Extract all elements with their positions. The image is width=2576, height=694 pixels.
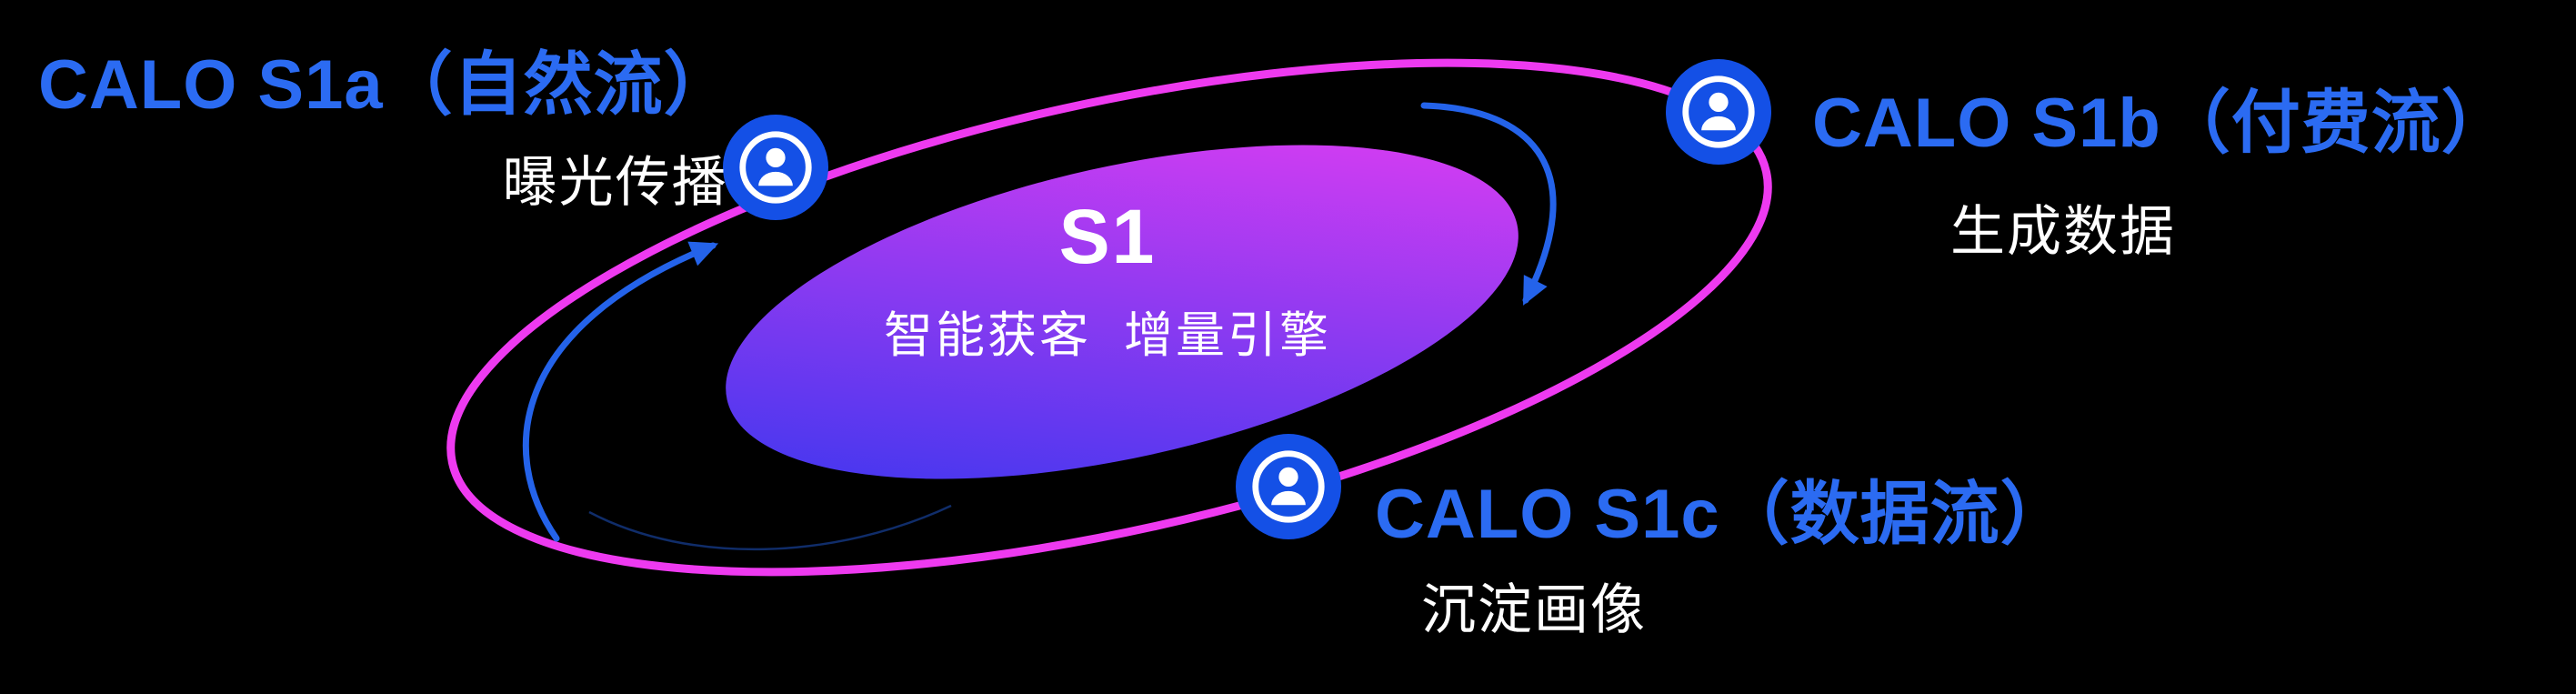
orbit-ring: [446, 58, 1772, 577]
node-label-s1c: CALO S1c（数据流）: [1375, 476, 2070, 553]
core-ellipse: [726, 145, 1519, 479]
node-sublabel-s1c: 沉淀画像: [1421, 579, 1647, 640]
core-subtitle: 智能获客 增量引擎: [883, 308, 1332, 363]
user-icon-shoulders: [1701, 116, 1736, 131]
node-label-s1a: CALO S1a（自然流）: [38, 46, 734, 124]
user-icon-ring: [1682, 75, 1755, 148]
user-icon-shoulders: [758, 171, 793, 186]
node-sublabel-s1a: 曝光传播: [502, 151, 728, 213]
flow-tail-curve: [588, 504, 952, 551]
user-icon-head: [1709, 92, 1729, 112]
user-icon-head: [766, 147, 786, 167]
user-icon: [1236, 434, 1341, 539]
user-icon-ring: [1252, 450, 1325, 523]
core-title: S1: [1058, 194, 1157, 279]
user-icon-shoulders: [1271, 490, 1306, 506]
node-s1a: CALO S1a（自然流） 曝光传播: [38, 47, 734, 213]
flow-arrow-left: [523, 241, 719, 542]
user-icon: [723, 115, 828, 220]
flow-arrow-right: [1420, 102, 1557, 306]
node-sublabel-s1b: 生成数据: [1950, 201, 2176, 262]
user-icon-ring: [739, 131, 812, 204]
user-icon-head: [1278, 467, 1298, 487]
core-text: S1 智能获客 增量引擎: [884, 198, 1331, 367]
user-icon: [1666, 59, 1771, 165]
node-label-s1b: CALO S1b（付费流）: [1812, 85, 2511, 162]
